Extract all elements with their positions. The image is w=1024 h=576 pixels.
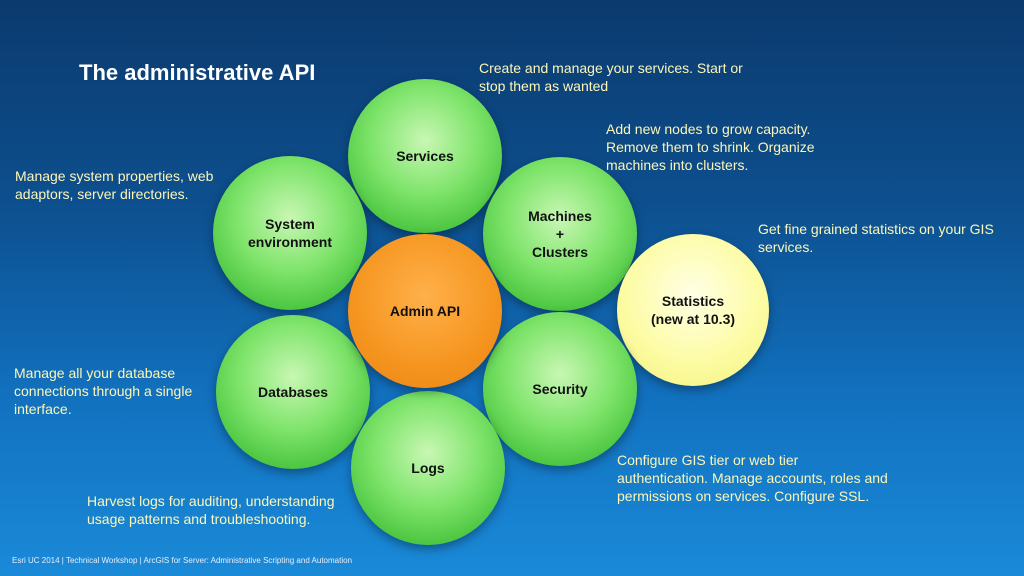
security-node: Security	[483, 312, 637, 466]
statistics-label-line1: Statistics	[661, 293, 725, 309]
databases-description: Manage all your database connections thr…	[14, 365, 193, 417]
machines-description: Add new nodes to grow capacity. Remove t…	[606, 121, 815, 173]
footer: Esri UC 2014 | Technical Workshop | ArcG…	[12, 556, 353, 565]
page-title: The administrative API	[79, 60, 316, 85]
services-node-label: Services	[396, 148, 454, 164]
system-environment-label-line1: System	[265, 216, 315, 232]
databases-node-label: Databases	[257, 384, 329, 400]
statistics-description: Get fine grained statistics on your GIS …	[758, 221, 994, 255]
machines-label: Machines	[528, 208, 592, 224]
system-description: Manage system properties, web adaptors, …	[15, 168, 214, 202]
statistics-label-line2: (new at 10.3)	[650, 311, 736, 327]
services-node: Services	[348, 79, 502, 233]
security-description: Configure GIS tier or web tier authentic…	[617, 452, 888, 504]
logs-node: Logs	[351, 391, 505, 545]
security-node-label: Security	[532, 381, 588, 397]
statistics-node: Statistics (new at 10.3)	[617, 234, 769, 386]
admin-api-node-label: Admin API	[389, 303, 461, 319]
clusters-label: Clusters	[531, 244, 589, 260]
logs-description: Harvest logs for auditing, understanding…	[87, 493, 335, 527]
system-environment-label-line2: environment	[247, 234, 332, 250]
services-description: Create and manage your services. Start o…	[479, 60, 743, 94]
logs-node-label: Logs	[411, 460, 445, 476]
system-environment-node: System environment	[213, 156, 367, 310]
plus-label: +	[555, 226, 565, 242]
machines-clusters-node: Machines + Clusters	[483, 157, 637, 311]
databases-node: Databases	[216, 315, 370, 469]
admin-api-node: Admin API	[348, 234, 502, 388]
